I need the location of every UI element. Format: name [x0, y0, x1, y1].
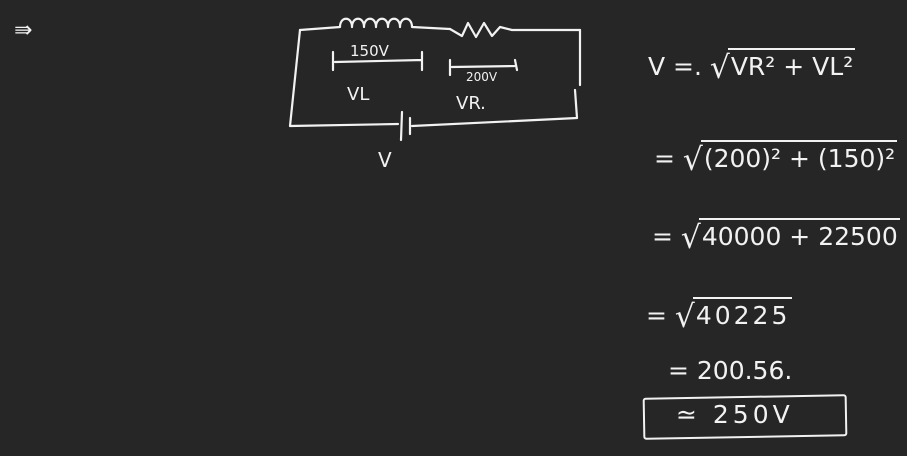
equation-4-prefix: = — [646, 301, 667, 330]
battery-icon — [399, 110, 412, 142]
equation-line-3: = √40000 + 22500 — [652, 218, 900, 256]
sqrt-icon: √ — [674, 299, 695, 335]
vr-span-marker — [448, 58, 519, 77]
resistor-icon — [448, 21, 582, 39]
circuit-diagram — [288, 17, 582, 142]
equation-3-radicand: 40000 + 22500 — [698, 218, 900, 249]
final-answer: ≃ 250V — [676, 400, 794, 429]
sqrt-icon: √ — [709, 50, 730, 86]
circuit-wire-left — [288, 28, 400, 128]
equation-1-radicand: VR² + VL² — [727, 48, 856, 79]
vl-span-marker — [331, 50, 424, 72]
inductor-coil-icon — [298, 17, 452, 32]
equation-2-prefix: = — [654, 144, 675, 173]
equation-line-4: = √40225 — [646, 297, 793, 335]
bullet-arrow-icon: ⇛ — [14, 18, 33, 43]
vr-label: VR. — [456, 93, 486, 114]
equation-2-radicand: (200)² + (150)² — [700, 140, 898, 171]
source-voltage-label: V — [378, 148, 392, 172]
sqrt-icon: √ — [680, 220, 701, 256]
equation-line-2: = √(200)² + (150)² — [654, 140, 898, 178]
vl-value-label: 150V — [350, 42, 389, 60]
equation-line-5: = 200.56. — [668, 356, 793, 385]
sqrt-icon: √ — [682, 142, 703, 178]
equation-line-1: V =. √VR² + VL² — [648, 48, 856, 86]
vr-value-label: 200V — [466, 70, 498, 84]
vl-label: VL — [347, 84, 370, 105]
circuit-wire-bottom-right — [410, 88, 579, 128]
equation-3-prefix: = — [652, 222, 673, 251]
equation-4-radicand: 40225 — [692, 297, 793, 328]
equation-1-lhs: V =. — [648, 52, 702, 81]
